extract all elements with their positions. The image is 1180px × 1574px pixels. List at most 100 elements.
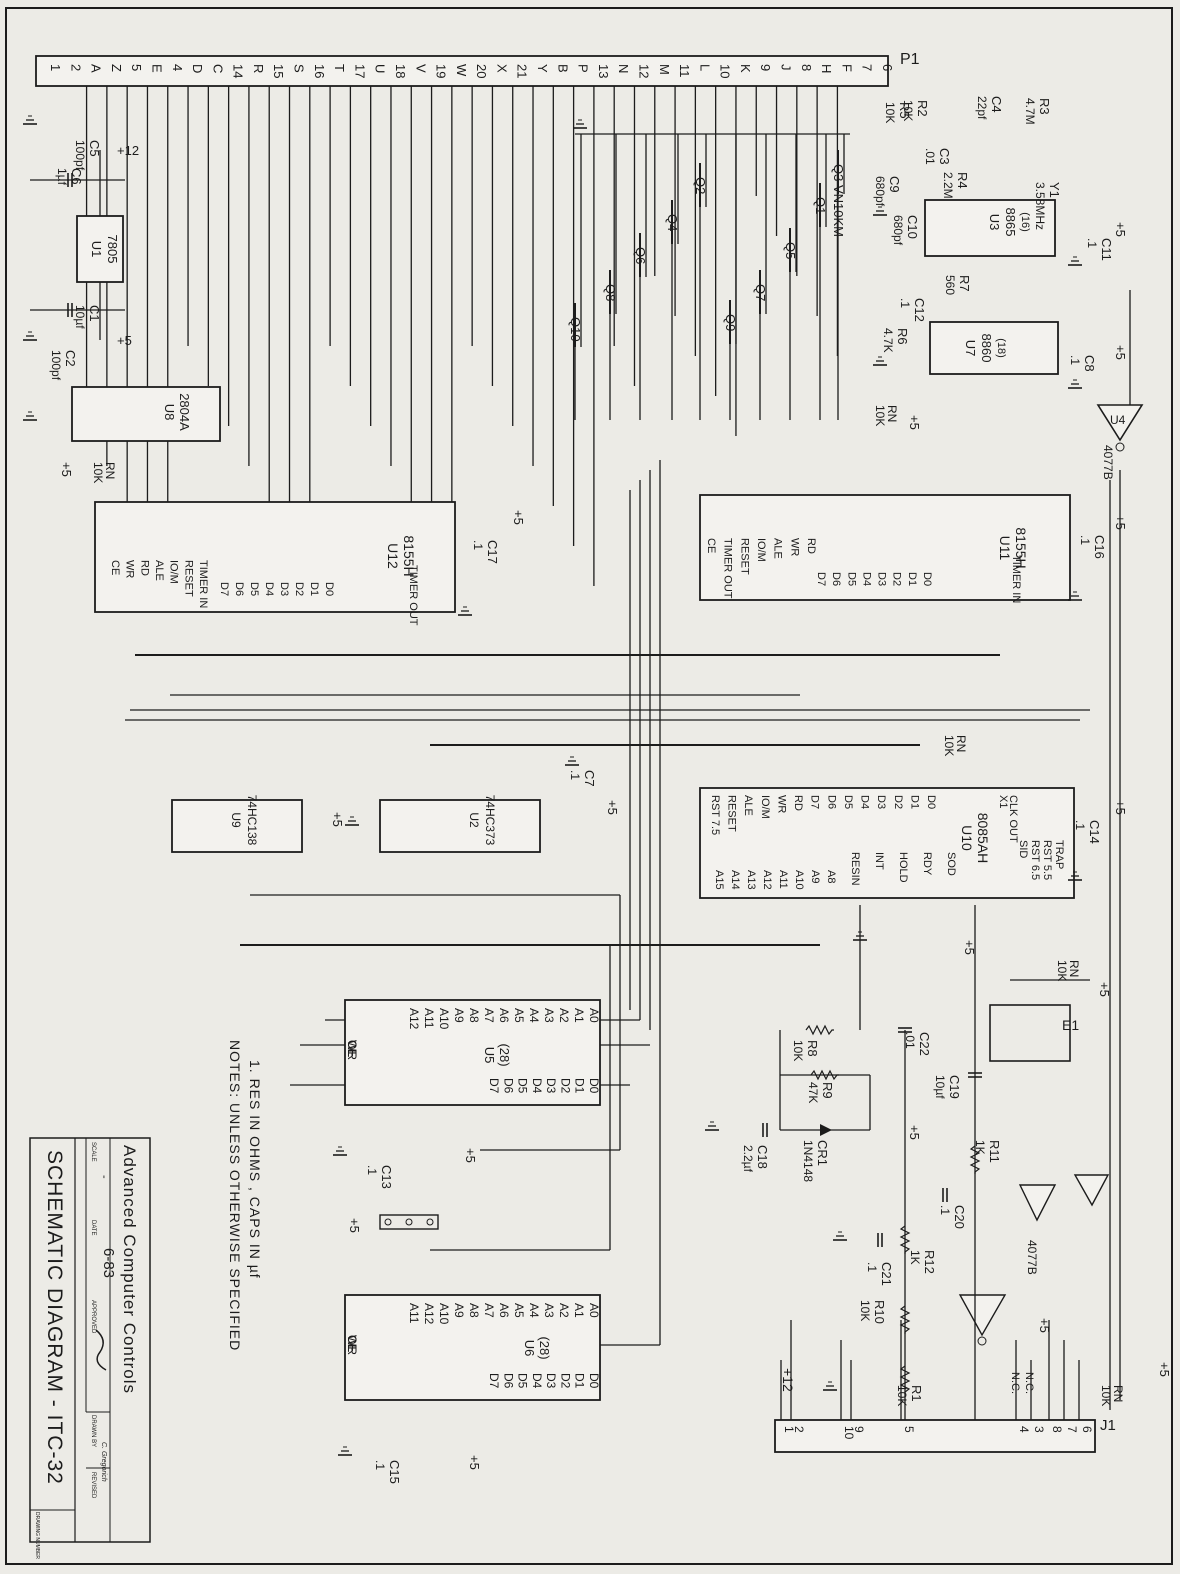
j1-pin-label: 6: [1080, 1426, 1094, 1433]
component-ref: R10: [872, 1300, 887, 1324]
ic-pin-label: SID: [1017, 840, 1029, 858]
ic-pin-label: TIMER IN: [197, 560, 209, 608]
j1-pin-label: 3: [1032, 1426, 1046, 1433]
switch-s1: E1: [989, 1004, 1079, 1062]
p1-pin-label: M: [657, 64, 672, 75]
p1-pin-label: 16: [312, 64, 327, 78]
component-ref: R3: [1037, 98, 1052, 115]
ic-pin-label: TIMER IN: [1010, 555, 1022, 603]
transistor-label: Q8: [603, 284, 618, 301]
ic-pin-label: A10: [437, 1008, 451, 1030]
ic-pin-label: INT: [873, 852, 885, 870]
svg-text:N.C.: N.C.: [1023, 1372, 1035, 1394]
ic-pin-label: D7: [487, 1078, 501, 1094]
svg-text:(28): (28): [537, 1336, 552, 1359]
ic-pin-label: A0: [587, 1303, 601, 1318]
component-ref: C19: [947, 1075, 962, 1099]
svg-text:8155H: 8155H: [1013, 527, 1029, 568]
supply-p5-label: +5: [467, 1455, 482, 1470]
ic-pin-label: A4: [527, 1303, 541, 1318]
ic-pin-label: D0: [925, 795, 937, 809]
svg-text:4077B: 4077B: [1101, 445, 1115, 480]
transistor-label: Q6: [633, 247, 648, 264]
supply-p5-label: +5: [1113, 800, 1128, 815]
ic-pin-label: RESET: [182, 560, 194, 597]
u8-eeprom: U8 2804A: [71, 386, 221, 442]
ic-pin-label: A14: [729, 870, 741, 890]
component-ref: C1: [87, 305, 102, 322]
ic-pin-label: A3: [542, 1008, 556, 1023]
u6-memory: U6 (28) A0A1A2A3A4A5A6A7A8A9A10A12A11D0D…: [344, 1294, 601, 1401]
p1-pin-label: 17: [352, 64, 367, 78]
ic-pin-label: D7: [815, 572, 827, 586]
p1-pin-label: Z: [109, 64, 124, 72]
ic-pin-label: D1: [573, 1078, 587, 1094]
transistor-label: Q5: [783, 242, 798, 259]
p1-pin-label: J: [779, 64, 794, 71]
ic-pin-label: A4: [527, 1008, 541, 1023]
supply-p5-label: +5: [962, 940, 977, 955]
ic-pin-label: D4: [860, 572, 872, 586]
supply-p5-label: +5: [1157, 1362, 1172, 1377]
ic-pin-label: A8: [825, 870, 837, 883]
ic-pin-label: D1: [573, 1373, 587, 1389]
component-ref: R11: [987, 1140, 1002, 1163]
ic-pin-label: D4: [530, 1373, 544, 1389]
ic-pin-label: D6: [501, 1373, 515, 1389]
p1-pin-label: 21: [515, 64, 530, 78]
p1-pin-label: S: [292, 64, 307, 73]
p1-pin-label: P: [576, 64, 591, 73]
component-ref: R6: [895, 328, 910, 345]
supply-p5-label: +5: [1113, 345, 1128, 360]
ic-pin-label: D2: [558, 1373, 572, 1389]
svg-text:-: -: [98, 1175, 110, 1179]
ic-pin-label: A9: [809, 870, 821, 883]
p1-pin-label: C: [210, 64, 225, 73]
rn-value: 10K: [873, 405, 887, 426]
ic-pin-label: A1: [572, 1303, 586, 1318]
supply-p5-label: +5: [1113, 515, 1128, 530]
p1-pin-label: N: [616, 64, 631, 73]
ic-pin-label: WR: [775, 795, 787, 813]
p1-pin-label: L: [697, 64, 712, 71]
ic-pin-label: A12: [761, 870, 773, 890]
p1-pin-label: 4: [170, 64, 185, 71]
component-ref: C22: [917, 1032, 932, 1056]
svg-text:8085AH: 8085AH: [975, 813, 991, 864]
j1-pin-label: 8: [1050, 1426, 1064, 1433]
rn-value: 10K: [1055, 960, 1069, 981]
component-ref: C12: [912, 298, 927, 322]
ic-pin-label: RST 6.5: [1029, 840, 1041, 880]
p1-pin-label: E: [149, 64, 164, 73]
component-value: 1µf: [55, 168, 69, 186]
svg-text:U6: U6: [522, 1340, 537, 1357]
svg-text:74HC373: 74HC373: [483, 795, 497, 846]
ic-pin-label: D4: [263, 582, 275, 596]
component-value: .01: [903, 1032, 917, 1049]
ic-pin-label: D5: [845, 572, 857, 586]
svg-text:N.C.: N.C.: [1009, 1372, 1021, 1394]
p1-pin-label: 15: [271, 64, 286, 78]
ic-pin-label: D0: [587, 1373, 601, 1389]
component-value: .1: [471, 540, 485, 550]
component-ref: C20: [952, 1205, 967, 1229]
component-ref: CR1: [815, 1140, 830, 1166]
svg-text:+12: +12: [117, 143, 139, 158]
ic-pin-label: A7: [482, 1303, 496, 1318]
ic-pin-label: CE: [109, 560, 121, 575]
ic-pin-label: D7: [809, 795, 821, 809]
u4-gates-bottom: 4077B: [958, 1174, 1110, 1346]
ic-pin-label: D3: [278, 582, 290, 596]
ic-pin-label: A11: [777, 870, 789, 889]
ic-pin-label: RESET: [738, 538, 750, 575]
component-value: .1: [1078, 535, 1092, 545]
ic-pin-label: D3: [544, 1078, 558, 1094]
ic-pin-label: RD: [805, 538, 817, 554]
component-ref: C5: [87, 140, 102, 157]
component-value: .1: [1068, 355, 1082, 365]
component-ref: C2: [63, 350, 78, 367]
p1-pin-label: 5: [129, 64, 144, 71]
